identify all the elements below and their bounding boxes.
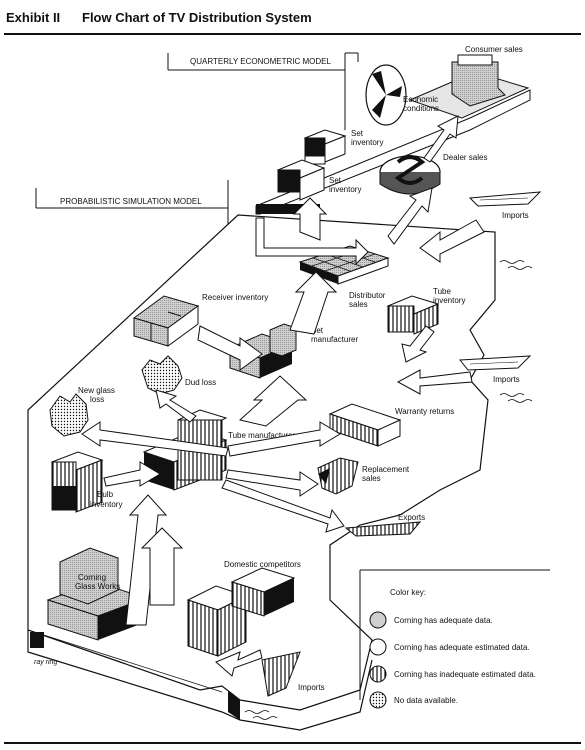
key-swatch-gray xyxy=(369,611,387,629)
key-swatch-dotted xyxy=(369,691,387,709)
arrow-dud-loss xyxy=(155,389,197,423)
arrow-set-to-distributor xyxy=(289,271,338,335)
bulb-inventory-label-1: Bulb xyxy=(97,490,114,499)
tube-inventory-label-1: Tube xyxy=(433,287,451,296)
new-glass-loss-label-1: New glass xyxy=(78,386,115,395)
dud-loss-label: Dud loss xyxy=(185,378,216,387)
warranty-returns-slab xyxy=(328,403,402,447)
arrow-imports-bottom xyxy=(215,649,263,677)
key-label-0: Corning has adequate data. xyxy=(394,616,493,625)
arrow-dealer-to-consumer xyxy=(423,115,459,163)
arrow-replacement-sales xyxy=(225,469,319,497)
set-inventory-mid-label-2: inventory xyxy=(329,185,361,194)
replacement-sales-label-1: Replacement xyxy=(362,465,410,474)
key-swatch-striped xyxy=(369,665,387,683)
corning-label-2: Glass Works xyxy=(75,582,120,591)
key-label-2: Corning has inadequate estimated data. xyxy=(394,670,536,679)
tube-inventory-boxes xyxy=(386,295,440,335)
arrow-exports xyxy=(221,479,345,533)
receiver-inventory-boxes xyxy=(132,295,200,347)
arrow-tube-to-set-manufacturer xyxy=(238,375,308,427)
dealer-sales-label: Dealer sales xyxy=(443,153,487,162)
consumer-sales-register xyxy=(408,54,530,119)
economic-conditions-label-2: conditions xyxy=(403,104,439,113)
new-glass-loss-label-2: loss xyxy=(90,395,104,404)
top-rule xyxy=(4,33,581,35)
set-inventory-top-boxes xyxy=(303,129,347,165)
exhibit-header: Exhibit II Flow Chart of TV Distribution… xyxy=(0,0,585,34)
econometric-model-bracket xyxy=(167,52,359,130)
arrow-receiver-to-set-manufacturer xyxy=(197,325,263,371)
bulb-inventory-boxes xyxy=(50,451,104,513)
arrow-competitors-to-tube-manufacturer xyxy=(140,527,184,606)
arrow-imports-top xyxy=(419,219,485,263)
imports-top-boat xyxy=(468,191,542,207)
replacement-sales-label-2: sales xyxy=(362,474,381,483)
arrow-inventory-to-distributor xyxy=(255,217,369,266)
set-inventory-top-label-2: inventory xyxy=(351,138,383,147)
set-manufacturer-label-1: Set xyxy=(311,326,324,335)
exports-boat xyxy=(344,521,422,537)
imports-mid-boat xyxy=(459,355,532,371)
flow-arrows xyxy=(81,115,485,677)
econometric-model-label: QUARTERLY ECONOMETRIC MODEL xyxy=(190,57,331,66)
imports-bottom-boat xyxy=(261,651,301,697)
distributor-sales-label-2: sales xyxy=(349,300,368,309)
set-inventory-mid-boxes xyxy=(276,159,326,201)
arrow-to-dealer-sales xyxy=(387,187,433,245)
exports-label: Exports xyxy=(398,513,425,522)
exhibit-label: Exhibit II xyxy=(6,10,61,25)
tube-manufacturer-label: Tube manufacturer xyxy=(228,431,296,440)
imports-top-label: Imports xyxy=(502,211,529,220)
domestic-competitors-buildings xyxy=(186,567,296,657)
key-label-1: Corning has adequate estimated data. xyxy=(394,643,530,652)
bulb-inventory-label-2: inventory xyxy=(90,500,122,509)
ray-ring-label: ray ring xyxy=(34,659,57,666)
economic-conditions-icon xyxy=(365,64,407,126)
replacement-sales-icon xyxy=(317,457,359,495)
tube-inventory-label-2: inventory xyxy=(433,296,465,305)
warranty-returns-label: Warranty returns xyxy=(395,407,454,416)
set-inventory-top-label-1: Set xyxy=(351,129,364,138)
distributor-sales-label-1: Distributor xyxy=(349,291,386,300)
tv-distribution-flowchart: QUARTERLY ECONOMETRIC MODEL PROBABILISTI… xyxy=(27,45,550,731)
imports-bottom-label: Imports xyxy=(298,683,325,692)
diagram-title: Flow Chart of TV Distribution System xyxy=(82,10,312,25)
imports-mid-label: Imports xyxy=(493,375,520,384)
economic-conditions-label-1: Economic xyxy=(403,95,438,104)
simulation-model-label: PROBABILISTIC SIMULATION MODEL xyxy=(60,197,202,206)
key-swatch-white xyxy=(369,638,387,656)
arrow-tube-inventory xyxy=(401,325,435,363)
arrow-imports-mid xyxy=(396,369,473,395)
consumer-sales-label: Consumer sales xyxy=(465,45,523,54)
bottom-rule xyxy=(4,742,581,744)
set-manufacturer-label-2: manufacturer xyxy=(311,335,358,344)
color-key-title: Color key: xyxy=(390,588,426,597)
dud-loss-pile xyxy=(141,355,183,395)
arrow-bulb-inventory xyxy=(103,461,161,487)
key-label-3: No data available. xyxy=(394,696,458,705)
new-glass-loss-pile xyxy=(49,393,89,437)
corning-label-1: Corning xyxy=(78,573,106,582)
arrow-distributor-to-inventory xyxy=(292,197,328,241)
arrow-warranty xyxy=(227,421,341,457)
corning-glass-works-building xyxy=(46,547,148,641)
arrow-new-glass-loss xyxy=(81,421,229,457)
dealer-sales-dollar-icon xyxy=(379,155,441,195)
receiver-inventory-label: Receiver inventory xyxy=(202,293,268,302)
color-key-panel: Color key: Corning has adequate data. Co… xyxy=(359,569,550,709)
arrow-corning-to-tube-manufacturer xyxy=(125,494,168,626)
domestic-competitors-label: Domestic competitors xyxy=(224,560,301,569)
set-inventory-mid-label-1: Set xyxy=(329,176,342,185)
